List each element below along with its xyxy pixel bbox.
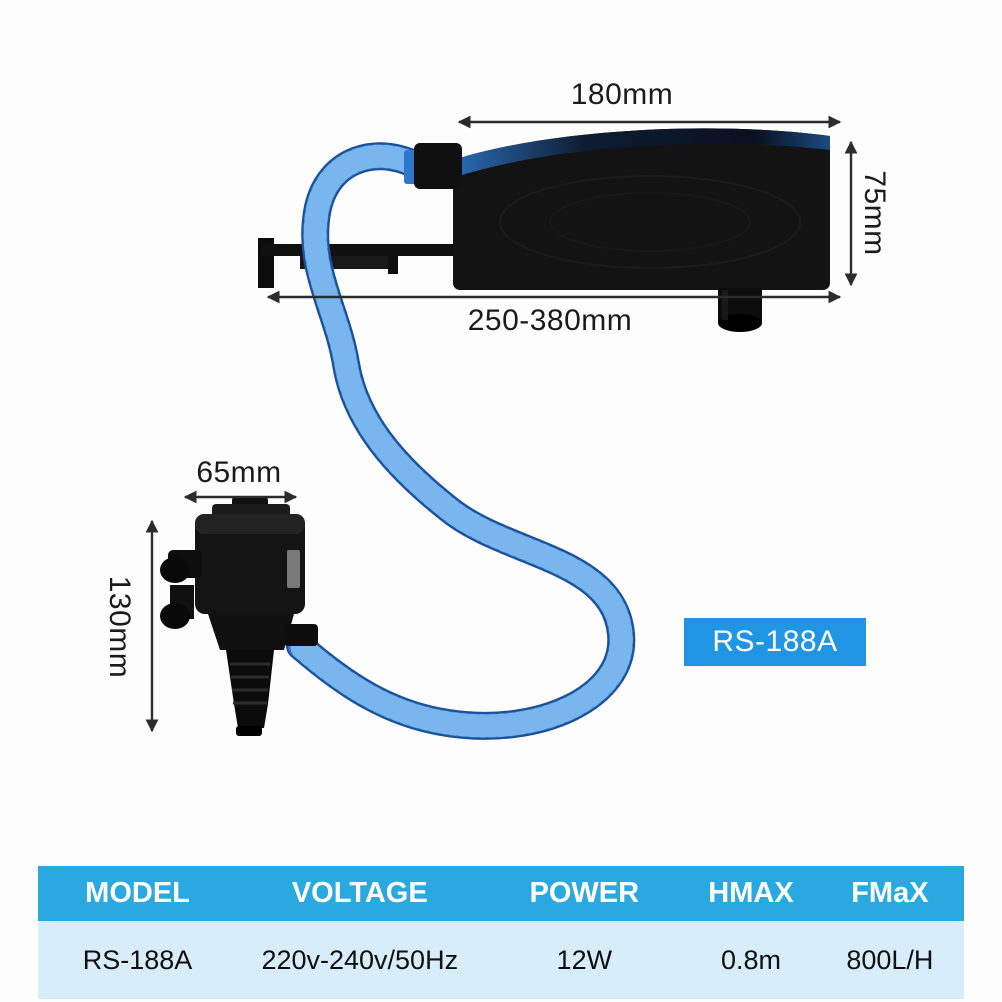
dim-label-filter-width: 180mm [570, 78, 674, 111]
hose-inlet-fitting [404, 143, 462, 189]
spec-table-value-row: RS-188A 220v-240v/50Hz 12W 0.8m 800L/H [38, 921, 964, 999]
powerhead-pump [160, 497, 318, 736]
hanging-bracket [258, 238, 458, 288]
spec-value-model: RS-188A [82, 944, 193, 975]
suction-cup [160, 603, 190, 629]
spec-table-header-row: MODEL VOLTAGE POWER HMAX FMaX [38, 866, 964, 921]
dim-label-mount-range: 250-380mm [467, 304, 633, 337]
pump-outlet [284, 624, 318, 646]
dim-label-pump-height: 130mm [103, 575, 136, 679]
spec-value-voltage: 220v-240v/50Hz [261, 944, 459, 975]
corrugated-hose [286, 142, 636, 740]
spec-value-power: 12W [556, 944, 613, 975]
spec-value-hmax: 0.8m [720, 944, 781, 975]
dim-label-pump-width: 65mm [196, 456, 282, 489]
dim-label-filter-height: 75mm [858, 170, 891, 256]
model-badge: RS-188A [684, 618, 866, 666]
spec-header-model: MODEL [85, 877, 190, 909]
dimension-arrows [145, 115, 858, 733]
spec-header-power: POWER [529, 877, 640, 909]
spec-header-voltage: VOLTAGE [291, 877, 428, 909]
filter-box [453, 128, 830, 332]
spec-header-fmax: FMaX [851, 877, 929, 909]
spec-header-hmax: HMAX [708, 877, 794, 909]
spec-value-fmax: 800L/H [846, 944, 934, 975]
suction-cup [160, 557, 190, 583]
pump-label-sticker [287, 550, 300, 588]
spec-table: MODEL VOLTAGE POWER HMAX FMaX RS-188A 22… [38, 866, 964, 999]
